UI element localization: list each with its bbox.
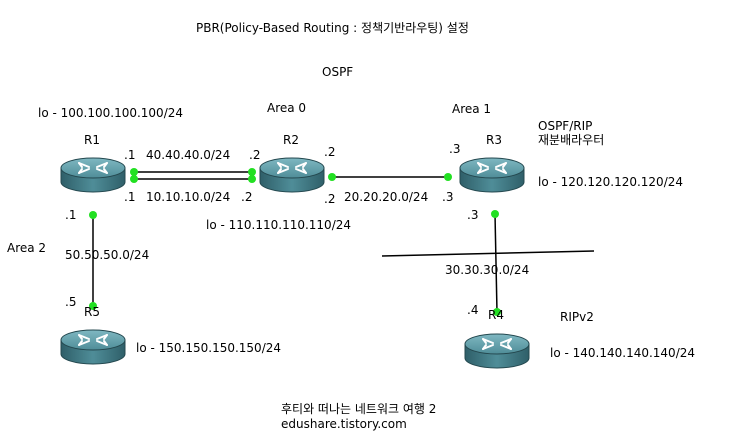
router-r5[interactable] [60, 329, 126, 365]
interface-r2-lower: .2 [241, 190, 253, 204]
interface-r4-up: .4 [467, 303, 479, 317]
router-r4-name: R4 [488, 308, 504, 322]
router-r1[interactable] [60, 157, 126, 193]
interface-r3-left-top: .3 [449, 142, 461, 156]
port-dot-r4-up [493, 308, 501, 316]
port-dot-r2-lower [248, 175, 256, 183]
area-2-label: Area 2 [7, 241, 47, 255]
network-r1-r2-upper: 40.40.40.0/24 [146, 148, 231, 162]
router-r5-name: R5 [84, 305, 100, 319]
router-r1-loopback: lo - 100.100.100.100/24 [38, 106, 184, 120]
diagram-title: PBR(Policy-Based Routing : 정책기반라우팅) 설정 [196, 21, 469, 35]
router-r3[interactable] [459, 157, 525, 193]
port-dots [89, 168, 501, 316]
area-1-label: Area 1 [452, 102, 492, 116]
port-dot-r1-down [89, 211, 97, 219]
router-r5-loopback: lo - 150.150.150.150/24 [136, 341, 282, 355]
router-r4[interactable] [464, 333, 530, 369]
footer-line2: edushare.tistory.com [281, 417, 407, 431]
router-r3-role-line1: OSPF/RIP [538, 119, 593, 133]
links [92, 171, 595, 313]
interface-r2-right-top: .2 [324, 145, 336, 159]
router-r3-name: R3 [486, 133, 502, 147]
area-boundary-line [381, 250, 595, 257]
interface-r5-up: .5 [65, 295, 77, 309]
router-r2-name: R2 [283, 133, 299, 147]
link-r3-r4 [494, 213, 498, 313]
interface-r3-down: .3 [467, 208, 479, 222]
router-r3-role-line2: 재분배라우터 [538, 133, 605, 147]
footer-line1: 후티와 떠나는 네트워크 여행 2 [281, 402, 437, 416]
port-dot-r2-right [328, 173, 336, 181]
area-0-label: Area 0 [267, 101, 307, 115]
router-r2-loopback: lo - 110.110.110.110/24 [206, 218, 352, 232]
network-r1-r5: 50.50.50.0/24 [65, 248, 150, 262]
port-dot-r3-down [491, 210, 499, 218]
port-dot-r5-up [89, 302, 97, 310]
router-r4-loopback: lo - 140.140.140.140/24 [550, 346, 696, 360]
router-r4-protocol: RIPv2 [560, 310, 594, 324]
port-dot-r1-upper [130, 168, 138, 176]
router-r2[interactable] [259, 157, 325, 193]
interface-r1-down: .1 [65, 208, 77, 222]
network-r2-r3: 20.20.20.0/24 [344, 190, 429, 204]
port-dot-r3-left [444, 173, 452, 181]
interface-r2-right-bottom: .2 [324, 192, 336, 206]
protocol-label: OSPF [322, 65, 354, 79]
port-dot-r2-upper [248, 168, 256, 176]
interface-r1-lower: .1 [124, 190, 136, 204]
router-r3-loopback: lo - 120.120.120.120/24 [538, 175, 684, 189]
network-r1-r2-lower: 10.10.10.0/24 [146, 190, 231, 204]
interface-r3-left-bottom: .3 [442, 190, 454, 204]
interface-r2-upper: .2 [249, 148, 261, 162]
network-r3-r4: 30.30.30.0/24 [445, 263, 530, 277]
port-dot-r1-lower [130, 175, 138, 183]
interface-r1-upper: .1 [124, 148, 136, 162]
router-r1-name: R1 [84, 133, 100, 147]
